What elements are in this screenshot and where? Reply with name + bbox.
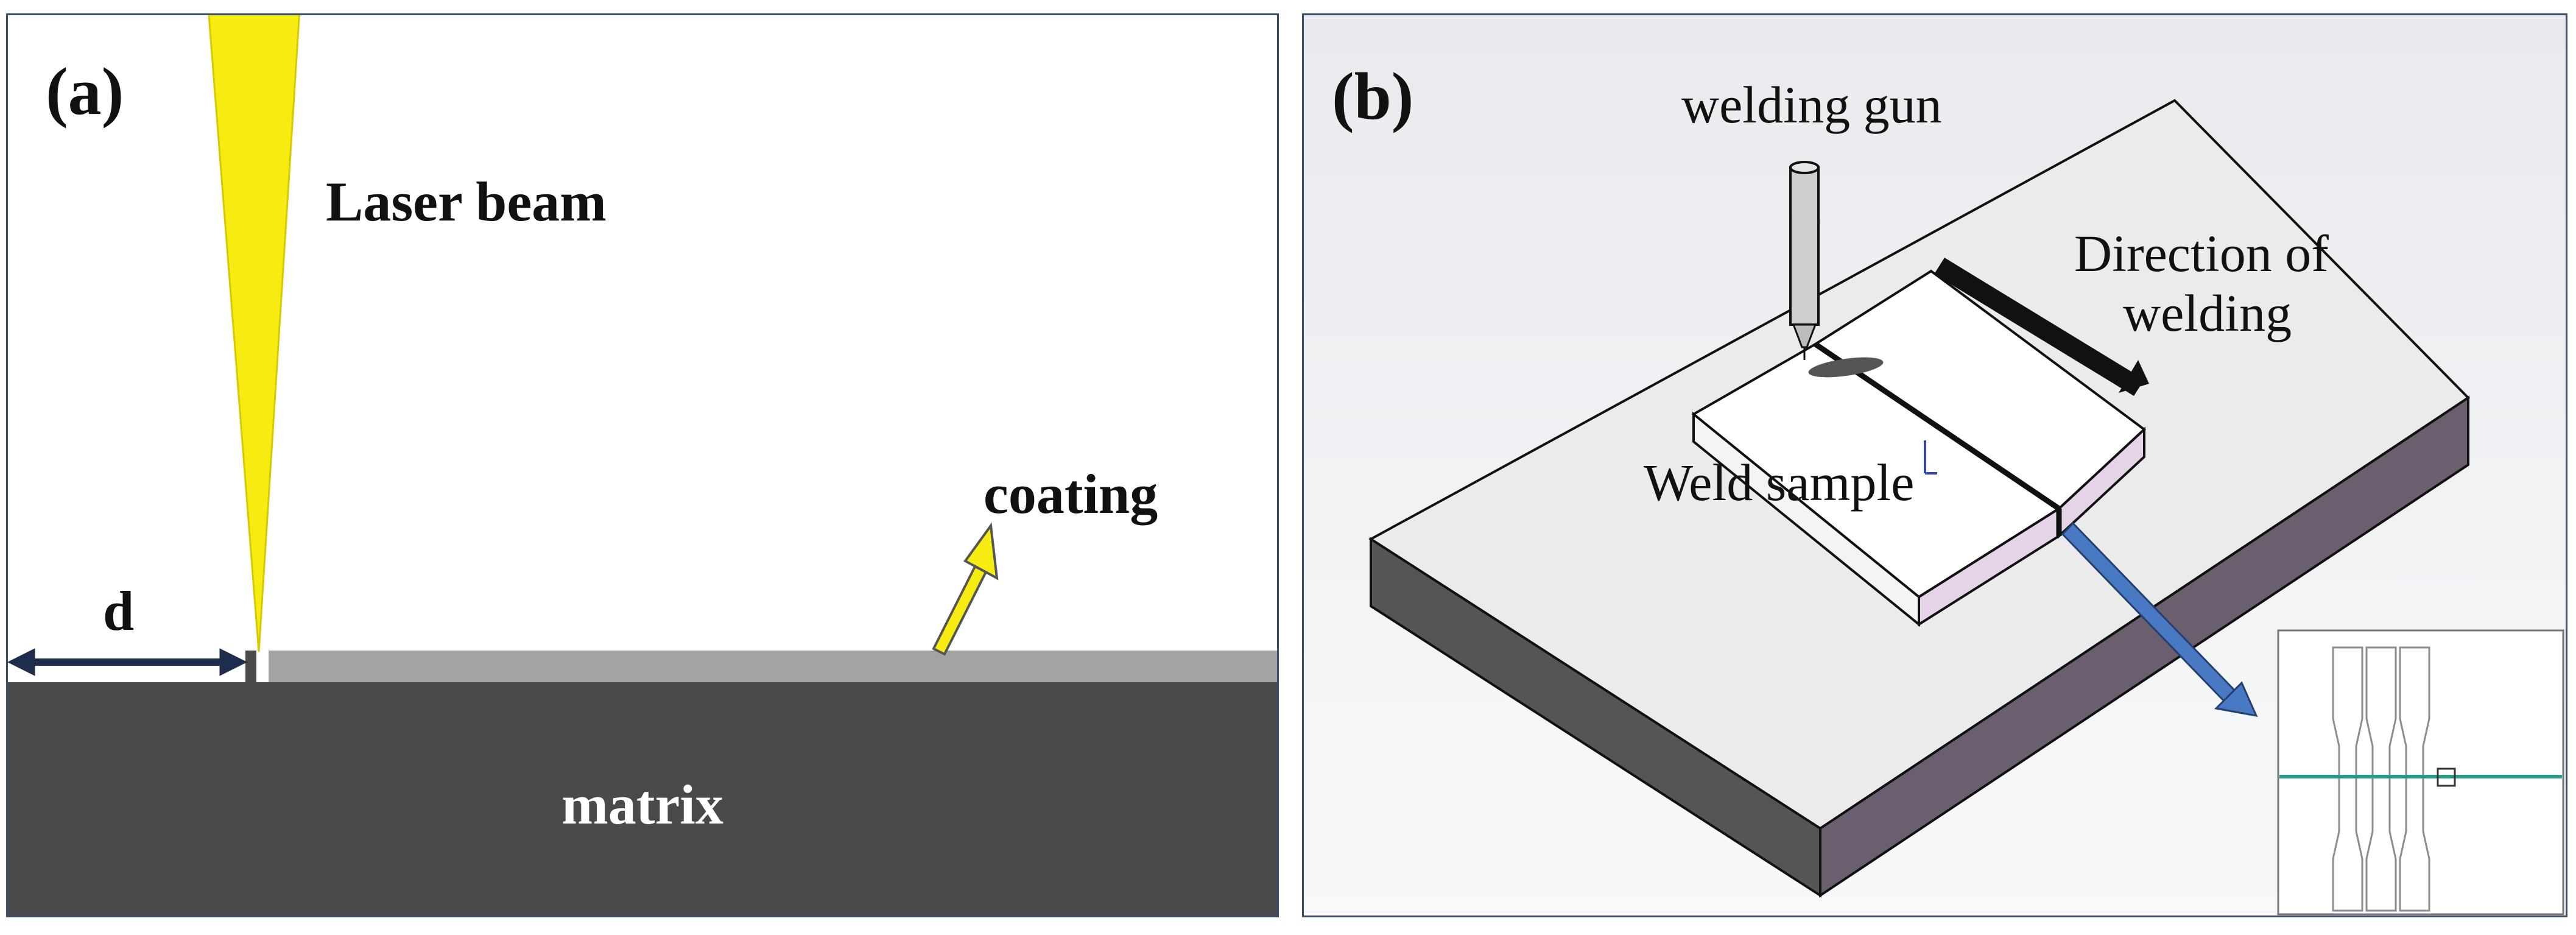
panel-a: (a) Laser beam coating d matrix <box>6 13 1279 917</box>
coating-layer <box>269 651 1277 682</box>
specimen-inset <box>2277 629 2564 916</box>
coating-label: coating <box>984 463 1158 525</box>
direction-arrow <box>1934 258 2149 396</box>
direction-label-line2: welding <box>2123 284 2292 342</box>
laser-beam <box>208 15 300 652</box>
tensile-specimens <box>2332 646 2430 912</box>
panel-a-drawing <box>8 15 1277 916</box>
weld-sample-label: Weld sample <box>1644 453 1915 512</box>
welding-gun-label: welding gun <box>1681 76 1942 134</box>
welding-gun <box>1789 161 1820 360</box>
coating-pointer-arrow <box>932 522 999 656</box>
matrix-label: matrix <box>561 774 723 836</box>
matrix-block <box>8 682 1277 916</box>
specimen-pointer-arrow <box>2061 521 2258 717</box>
panel-b-drawing <box>1304 15 2566 916</box>
distance-d-arrow <box>8 648 248 676</box>
direction-label-line1: Direction of <box>2074 224 2329 283</box>
panel-b-label: (b) <box>1332 59 1414 133</box>
coating-layer-left-gap <box>245 651 256 682</box>
laser-beam-label: Laser beam <box>326 171 607 233</box>
panel-b: (b) welding gun Direction of welding Wel… <box>1302 13 2567 917</box>
distance-label: d <box>103 580 135 642</box>
weld-zone-marker <box>2437 767 2456 787</box>
weld-sample <box>1691 269 2147 627</box>
panel-a-label: (a) <box>46 54 124 129</box>
